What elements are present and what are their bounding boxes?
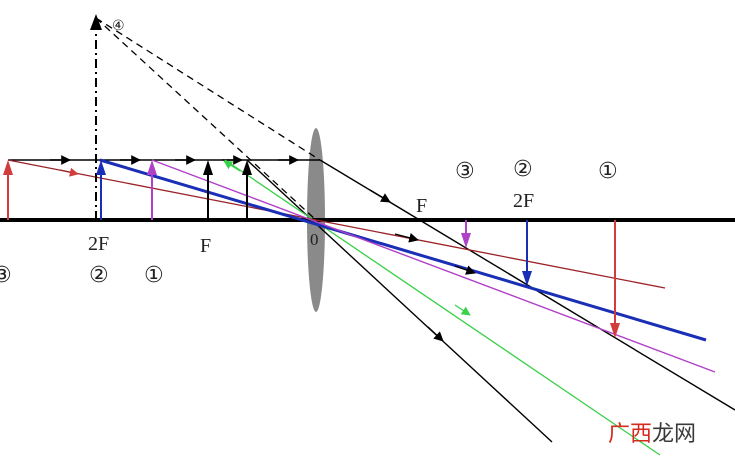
marker-left-3: ③ xyxy=(0,263,12,288)
image-arrow-magenta-head xyxy=(461,233,471,248)
green-ray-arrow-right xyxy=(454,304,471,316)
marker-right-1: ① xyxy=(598,159,618,184)
label-origin: 0 xyxy=(310,230,319,249)
converge-arrow-1 xyxy=(394,233,419,243)
marker-4: ④ xyxy=(112,18,125,34)
marker-right-2: ② xyxy=(513,157,533,182)
watermark-part1: 广西 xyxy=(608,422,652,447)
marker-left-2: ② xyxy=(89,263,109,288)
marker-left-1: ① xyxy=(144,263,164,288)
refracted-ray-arrow xyxy=(369,189,391,203)
blue-ray xyxy=(99,158,707,342)
object-arrow-black-f-head xyxy=(203,160,213,175)
image-arrow-red-head xyxy=(610,323,620,338)
image-arrow-blue-head xyxy=(522,271,532,286)
dark-red-ray-arrow xyxy=(59,167,79,177)
magenta-ray xyxy=(151,159,716,373)
green-ray-arrow-left xyxy=(223,160,241,172)
watermark-part2: 龙网 xyxy=(652,422,696,447)
object-arrow-magenta-head xyxy=(147,160,157,175)
virtual-image-4-head xyxy=(90,14,102,30)
marker-right-3: ③ xyxy=(455,159,475,184)
central-ray-black-arrow xyxy=(427,326,444,342)
object-arrow-red-head xyxy=(3,160,13,175)
central-ray-black xyxy=(246,159,553,443)
watermark: 广西 龙网 xyxy=(608,422,696,447)
object-arrow-black-near-head xyxy=(242,160,252,175)
label-f-right: F xyxy=(416,195,427,217)
virtual-ray-dashed-2 xyxy=(95,17,317,221)
green-ray xyxy=(224,159,661,456)
virtual-ray-dashed-1 xyxy=(95,17,321,161)
converge-arrow-2 xyxy=(454,265,476,275)
label-f-left: F xyxy=(200,235,211,257)
label-2f-right: 2F xyxy=(513,190,534,212)
object-arrow-blue-head xyxy=(96,160,106,175)
label-2f-left: 2F xyxy=(88,233,109,255)
dark-red-ray xyxy=(7,159,666,289)
